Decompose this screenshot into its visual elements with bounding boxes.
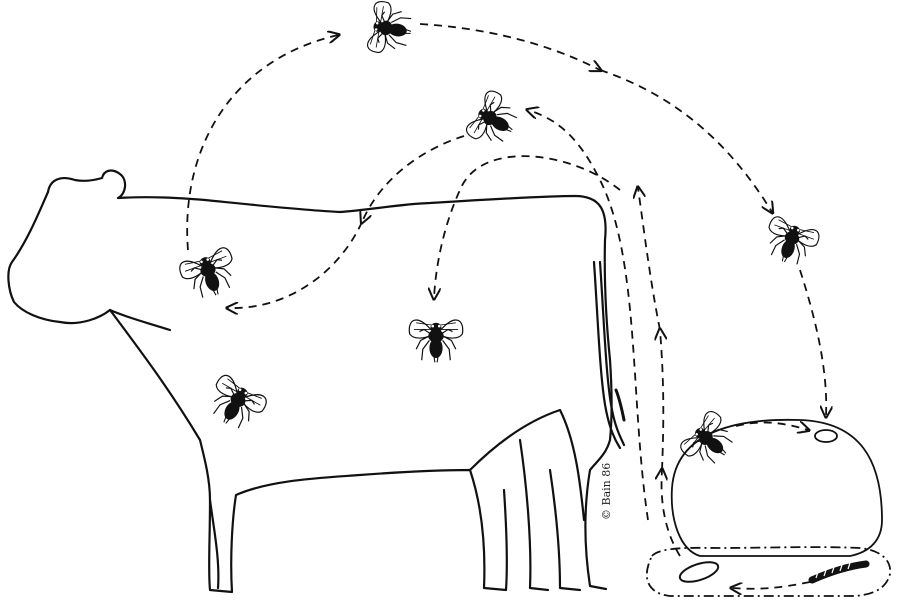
fly-icon bbox=[409, 320, 462, 362]
fly-icon bbox=[464, 88, 525, 152]
pupa-icon bbox=[678, 558, 721, 586]
fly-icon bbox=[759, 215, 821, 270]
fly-icon bbox=[678, 409, 742, 474]
larva-icon bbox=[812, 563, 866, 580]
cow-outline-icon bbox=[8, 171, 624, 592]
fly-icon bbox=[202, 373, 270, 436]
artist-signature: © Bain 86 bbox=[600, 463, 613, 520]
egg-icon bbox=[815, 430, 837, 442]
cycle-arrows bbox=[187, 24, 826, 589]
fly-icon bbox=[367, 0, 416, 57]
fly-icon bbox=[177, 246, 242, 304]
